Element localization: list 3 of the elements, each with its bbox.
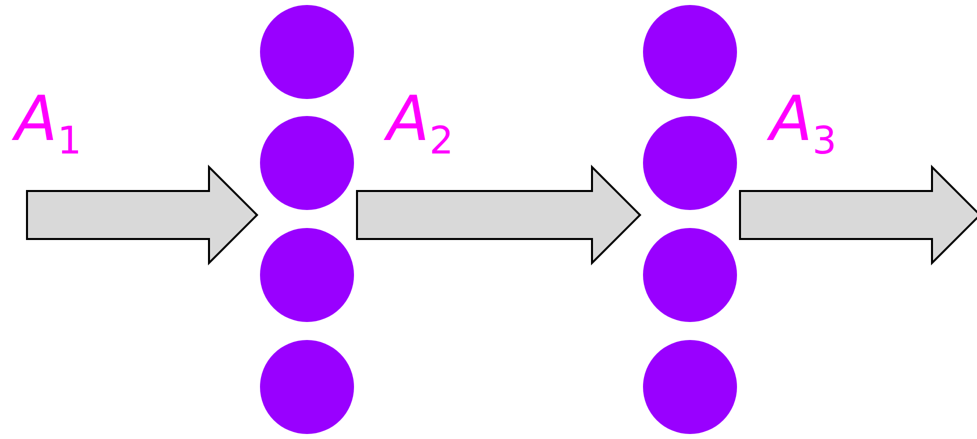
block-arrow <box>26 164 258 266</box>
block-arrow <box>739 164 977 266</box>
block-arrow <box>356 164 642 266</box>
